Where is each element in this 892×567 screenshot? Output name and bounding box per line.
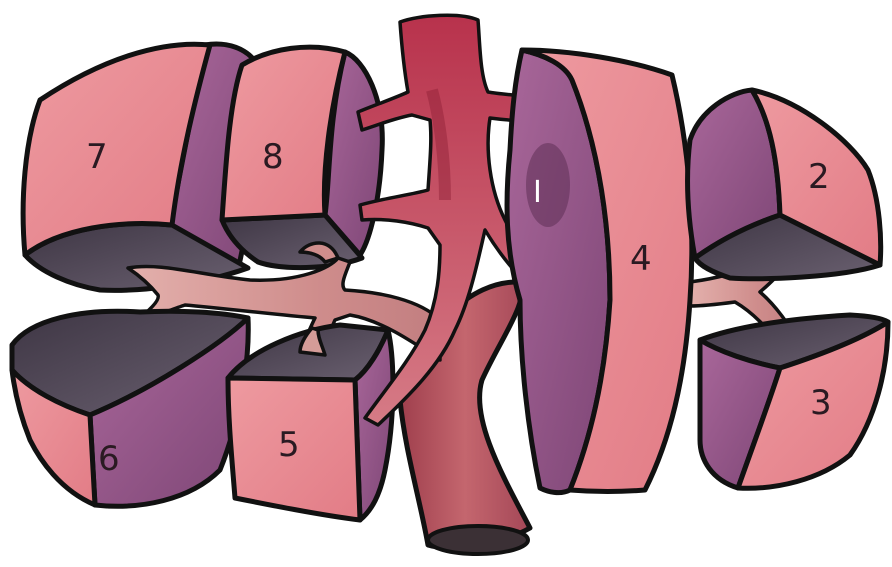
- segment-6: 6: [12, 311, 248, 506]
- segment-3: 3: [700, 315, 888, 488]
- segment-6-label: 6: [98, 439, 120, 479]
- segment-7-label: 7: [86, 137, 108, 177]
- segment-2-label: 2: [808, 157, 830, 197]
- segment-8: 8: [222, 47, 382, 267]
- segment-4: 4: [507, 50, 692, 493]
- segment-5: 5: [228, 325, 393, 520]
- segment-5-label: 5: [278, 425, 300, 465]
- segment-4-label: 4: [630, 239, 652, 279]
- segment-1-caudate: I: [526, 143, 570, 227]
- segment-2: 2: [688, 90, 881, 279]
- segment-3-label: 3: [810, 383, 832, 423]
- segment-1-label: I: [533, 175, 542, 210]
- segment-8-label: 8: [262, 137, 284, 177]
